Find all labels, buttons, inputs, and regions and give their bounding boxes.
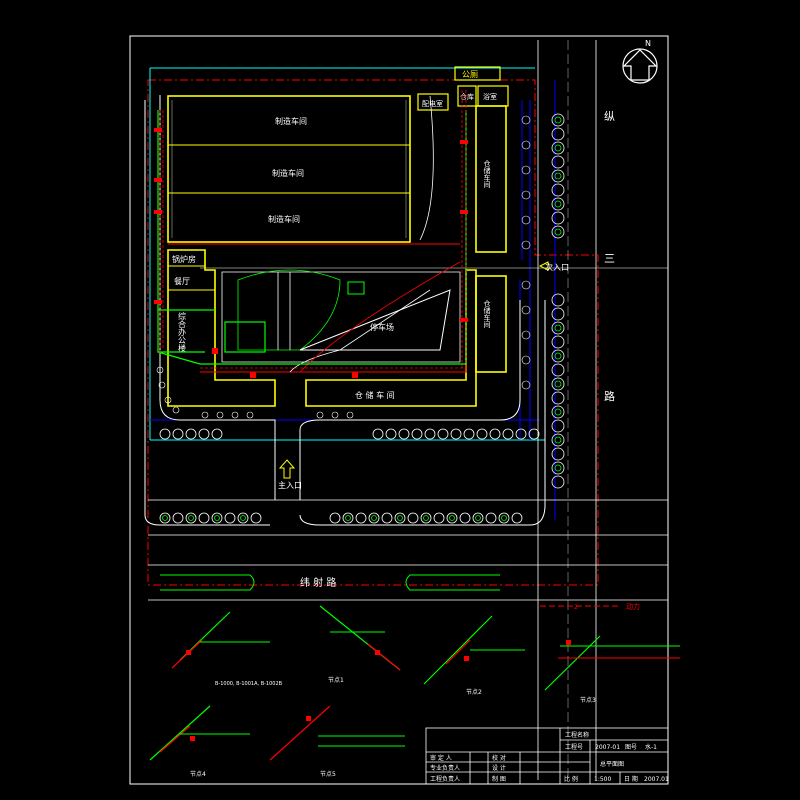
label-storage-south: 仓 储 车 间 [355,390,395,400]
label-warehouse-small: 仓库 [460,92,474,101]
inner-red-curve [299,261,461,373]
plaza-radial [237,269,341,351]
label-manufacturing-3: 制造车间 [268,214,300,224]
plaza-lawn [224,321,266,353]
manufacturing-block [167,95,411,243]
tree-row-west-arc [156,366,354,419]
tree-row-east-green [554,116,562,472]
west-building [167,249,276,407]
east-road [537,40,597,780]
label-main-entrance: 主入口 [278,480,302,490]
detail-caption-3: 节点2 [466,688,482,696]
road-label-east-3: 路 [604,390,615,403]
title-scale: 1:500 [594,776,611,783]
label-storage-east: 仓储车间 [483,299,491,329]
detail-caption-1: B-1000, B-1001A, B-1002B [215,681,283,687]
title-project-no-label: 工程号 [565,743,583,751]
label-distribution-room: 配电室 [422,99,443,108]
title-project-label: 工程名称 [565,731,589,739]
plaza-outline [221,271,461,363]
road-label-east-1: 纵 [604,110,615,123]
title-row2-mid: 设 计 [492,764,506,772]
label-manufacturing-2: 制造车间 [272,168,304,178]
detail-1: B-1000, B-1001A, B-1002B [171,611,283,687]
plaza-triangle [299,289,451,351]
title-scale-label: 比 例 [564,775,578,783]
label-canteen: 餐厅 [174,277,190,286]
title-row2-left: 专业负责人 [430,764,460,772]
label-garage: 停车场 [370,322,394,332]
tree-row-inner-east [521,115,531,390]
title-date-label: 日 期 [624,775,638,783]
detail-2: 节点1 [319,605,401,684]
internal-road-outer [299,300,546,526]
detail-caption-5: 节点4 [190,770,206,778]
south-road [148,499,668,601]
title-row1-left: 审 定 人 [430,754,452,762]
detail-4: 节点3 [544,635,680,704]
north-label: N [645,39,651,48]
detail-caption-2: 节点1 [328,676,344,684]
label-restroom: 公厕 [462,70,478,79]
title-date: 2007.01 [644,776,669,783]
site-boundary [147,79,599,586]
tree-row-south [159,428,540,524]
storage-south [305,269,477,407]
main-entrance-arrow-icon [278,459,296,479]
internal-road-west [144,100,270,526]
secondary-entrance-arrow-icon [538,261,549,271]
label-office: 综合办公楼 [178,311,187,353]
north-arrow-icon: N [622,39,658,84]
label-boiler: 锅炉房 [172,254,196,264]
legend-label: 动力 [626,602,640,611]
distribution-room [417,93,449,111]
blue-utility-line [150,80,556,520]
road-label-east-2: 三 [604,252,615,265]
title-sheet-no: 水-1 [645,743,657,751]
label-secondary-entrance: 次入口 [545,262,569,272]
detail-3: 节点2 [423,615,525,696]
fence-line [149,67,545,441]
tree-row-east [551,113,565,489]
label-storage-north: 仓储车间 [483,159,491,189]
storage-east [475,275,507,373]
inner-white-road [289,95,434,373]
warehouse-small [457,85,477,107]
detail-6: 节点5 [269,705,405,778]
title-drawing-title: 总平面图 [600,760,624,768]
legend: 2 动力 [540,602,640,611]
title-block [425,727,669,785]
title-project-no: 2007-01 [595,744,620,751]
detail-caption-4: 节点3 [580,696,596,704]
storage-north [475,105,507,253]
label-manufacturing-1: 制造车间 [275,116,307,126]
title-row3-mid: 制 图 [492,775,506,783]
title-sheet-label: 图号 [625,744,637,751]
title-row3-left: 工程负责人 [430,775,460,783]
detail-5: 节点4 [149,705,250,778]
title-row1-mid: 校 对 [492,754,506,762]
drawing-frame [129,35,669,785]
internal-road [159,95,521,500]
restroom [454,66,501,81]
tree-row-south-green [162,515,507,521]
label-bath: 浴室 [483,92,497,101]
road-label-south: 纬 射 路 [300,576,336,589]
detail-caption-6: 节点5 [320,770,336,778]
svg-text:2: 2 [574,604,578,611]
pipe-network [154,90,468,378]
